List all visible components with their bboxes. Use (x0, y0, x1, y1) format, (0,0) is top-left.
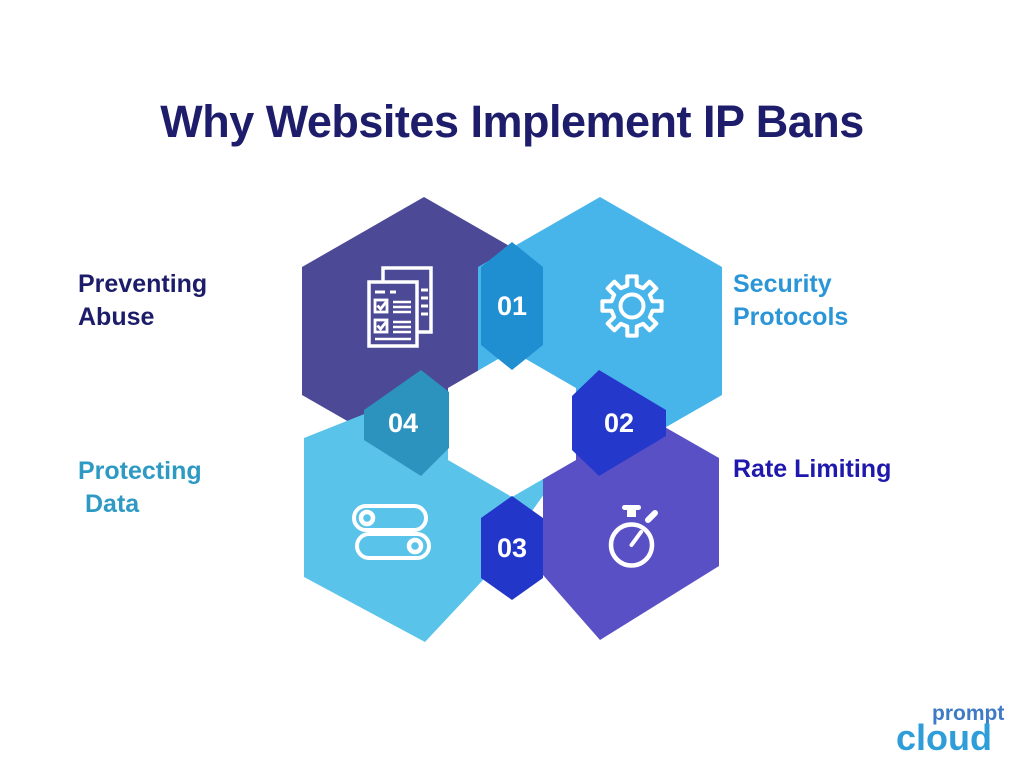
label-rate-limiting: Rate Limiting (733, 453, 891, 486)
label-line: Abuse (78, 303, 155, 331)
gear-icon (600, 274, 664, 338)
label-line: Security (733, 270, 832, 298)
badge-03-number: 03 (496, 532, 528, 563)
label-line: Protecting (78, 457, 202, 485)
label-protecting-data: Protecting Data (78, 455, 202, 521)
promptcloud-logo: prompt cloud (896, 702, 1018, 759)
badge-04-number: 04 (387, 407, 419, 438)
page-title: Why Websites Implement IP Bans (160, 96, 864, 147)
badge-02-number: 02 (603, 407, 635, 438)
label-line: Preventing (78, 270, 208, 298)
checklist-document-icon (367, 266, 433, 348)
badge-01: 01 (481, 242, 543, 370)
badge-03: 03 (481, 496, 543, 600)
logo-cloud-text: cloud (896, 717, 992, 758)
label-line: Protocols (733, 303, 849, 331)
label-line: Rate Limiting (733, 455, 892, 483)
logo-prompt-text: prompt (932, 702, 1005, 725)
badge-01-number: 01 (496, 290, 528, 321)
label-security-protocols: Security Protocols (733, 268, 848, 334)
stopwatch-icon (608, 505, 658, 568)
label-preventing-abuse: Preventing Abuse (78, 268, 207, 334)
toggle-switches-icon (352, 504, 431, 560)
label-line: Data (85, 490, 140, 518)
